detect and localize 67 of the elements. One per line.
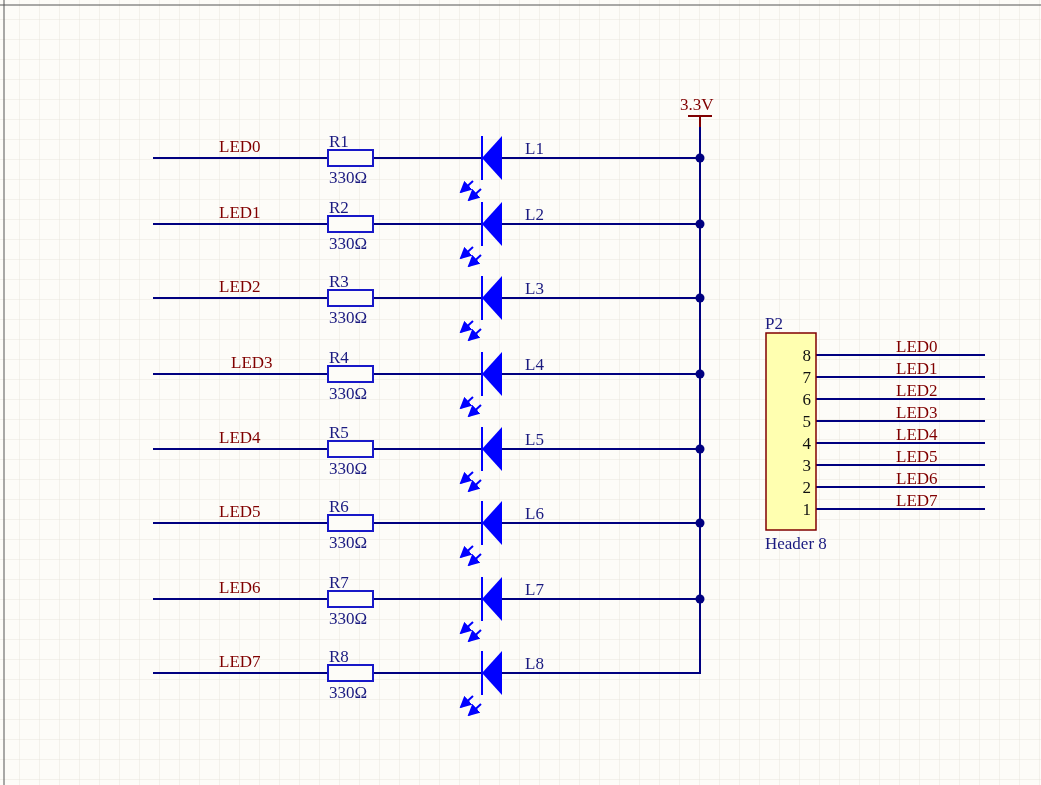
net-label: LED7 xyxy=(896,491,938,510)
net-label: LED4 xyxy=(219,428,261,447)
wire xyxy=(152,297,329,299)
component-value: 330Ω xyxy=(329,533,368,552)
wire xyxy=(372,297,483,299)
net-label: LED6 xyxy=(896,469,938,488)
component-designator: R6 xyxy=(329,497,349,516)
pin-number: 5 xyxy=(802,412,811,431)
pin-number: 2 xyxy=(802,478,811,497)
component-value: 330Ω xyxy=(329,459,368,478)
component-value: 330Ω xyxy=(329,168,368,187)
wire xyxy=(372,448,483,450)
pin-number: 6 xyxy=(802,390,811,409)
net-label: LED3 xyxy=(231,353,273,372)
wire xyxy=(152,672,329,674)
component-designator: R3 xyxy=(329,272,349,291)
component-designator: R8 xyxy=(329,647,349,666)
component-value: 330Ω xyxy=(329,384,368,403)
component-designator: L6 xyxy=(525,504,544,523)
pin-number: 3 xyxy=(802,456,811,475)
wire xyxy=(372,373,483,375)
component-value: 330Ω xyxy=(329,683,368,702)
wire xyxy=(152,522,329,524)
component-designator: R7 xyxy=(329,573,349,592)
component-designator: P2 xyxy=(765,314,783,333)
wire xyxy=(372,157,483,159)
net-label: LED4 xyxy=(896,425,938,444)
component-value: Header 8 xyxy=(765,534,827,553)
component-designator: R2 xyxy=(329,198,349,217)
net-label: LED3 xyxy=(896,403,938,422)
component-designator: L2 xyxy=(525,205,544,224)
wire xyxy=(152,157,329,159)
net-label: LED6 xyxy=(219,578,261,597)
net-label: LED0 xyxy=(896,337,938,356)
component-designator: R5 xyxy=(329,423,349,442)
component-designator: L1 xyxy=(525,139,544,158)
wire xyxy=(372,223,483,225)
net-label: LED1 xyxy=(219,203,261,222)
pin-number: 4 xyxy=(802,434,811,453)
component-value: 330Ω xyxy=(329,308,368,327)
net-label: LED5 xyxy=(896,447,938,466)
wire xyxy=(152,598,329,600)
wire xyxy=(372,672,483,674)
component-designator: L8 xyxy=(525,654,544,673)
wire xyxy=(152,448,329,450)
net-label: LED5 xyxy=(219,502,261,521)
wire xyxy=(372,598,483,600)
net-label: LED2 xyxy=(896,381,938,400)
wire xyxy=(152,373,329,375)
power-label: 3.3V xyxy=(680,95,714,114)
component-designator: L4 xyxy=(525,355,544,374)
wire xyxy=(372,522,483,524)
component-value: 330Ω xyxy=(329,234,368,253)
component-designator: L5 xyxy=(525,430,544,449)
component-designator: R4 xyxy=(329,348,349,367)
component-value: 330Ω xyxy=(329,609,368,628)
net-label: LED2 xyxy=(219,277,261,296)
wire xyxy=(152,223,329,225)
pin-number: 1 xyxy=(802,500,811,519)
net-label: LED7 xyxy=(219,652,261,671)
component-designator: L7 xyxy=(525,580,544,599)
pin-number: 7 xyxy=(802,368,811,387)
pin-number: 8 xyxy=(802,346,811,365)
component-designator: R1 xyxy=(329,132,349,151)
component-designator: L3 xyxy=(525,279,544,298)
net-label: LED0 xyxy=(219,137,261,156)
net-label: LED1 xyxy=(896,359,938,378)
